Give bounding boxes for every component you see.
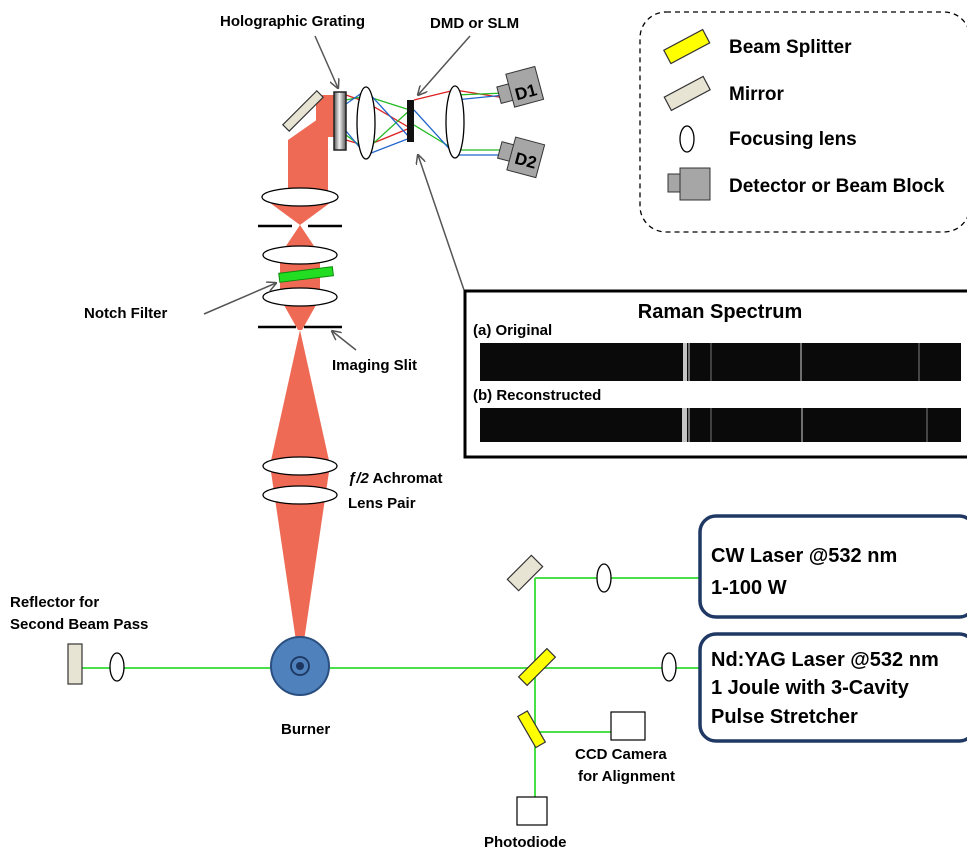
notch-arrow xyxy=(203,283,276,315)
spectrum-reconstructed-lines xyxy=(682,408,928,442)
holographic-grating xyxy=(333,91,347,151)
fold-mirror xyxy=(281,89,324,132)
spectrum-reconstructed-label: (b) Reconstructed xyxy=(473,387,601,404)
reflector-lens xyxy=(109,652,125,682)
raman-spectrum-panel: Raman Spectrum (a) Original (b) Reconstr… xyxy=(463,289,967,459)
spectrometer-lens-1 xyxy=(356,86,376,160)
grating-arrow xyxy=(314,35,338,88)
reflector-label-line1: Reflector for xyxy=(10,594,99,611)
holographic-grating-label: Holographic Grating xyxy=(220,13,365,30)
collection-beam xyxy=(262,95,338,668)
legend: Beam Splitter Mirror Focusing lens Detec… xyxy=(639,11,967,233)
relay-lens-1 xyxy=(262,245,338,265)
d2-label: D2 xyxy=(513,149,539,173)
photodiode-label: Photodiode xyxy=(484,834,567,851)
mirror-icon xyxy=(663,75,711,112)
legend-detector: Detector or Beam Block xyxy=(729,176,945,197)
lens-pair-label: Lens Pair xyxy=(348,495,416,512)
d1-label: D1 xyxy=(513,80,539,104)
detector-d1 xyxy=(496,65,545,108)
cw-laser-line1: CW Laser @532 nm xyxy=(711,545,897,567)
legend-beam-splitter: Beam Splitter xyxy=(729,37,852,58)
spectrum-arrow xyxy=(418,155,465,291)
beam-splitter-alignment xyxy=(516,710,547,749)
cw-laser-box xyxy=(698,514,967,619)
detector-d2 xyxy=(496,136,546,179)
achromat-lens-2 xyxy=(262,485,338,505)
ccd-label-line2: for Alignment xyxy=(578,768,675,785)
reflector-label-line2: Second Beam Pass xyxy=(10,616,148,633)
spectrum-reconstructed-strip xyxy=(480,408,961,442)
relay-lens-2 xyxy=(262,287,338,307)
spectrum-title: Raman Spectrum xyxy=(638,301,803,323)
notch-filter xyxy=(278,266,334,283)
photodiode xyxy=(516,796,548,826)
spectrum-original-label: (a) Original xyxy=(473,322,552,339)
beam-cone-lower xyxy=(270,465,330,668)
ndyag-laser-line3: Pulse Stretcher xyxy=(711,706,858,728)
beam-splitter-icon xyxy=(663,28,711,65)
ndyag-lens xyxy=(661,652,677,682)
spectrum-original-lines xyxy=(683,343,920,381)
laser-beam-paths xyxy=(80,577,705,800)
burner-label: Burner xyxy=(281,721,330,738)
beam-to-grating xyxy=(316,95,338,137)
slit-arrow xyxy=(332,331,357,351)
ndyag-laser-line1: Nd:YAG Laser @532 nm xyxy=(711,649,939,671)
reflector-mirror xyxy=(67,643,83,685)
collimating-lens xyxy=(261,187,339,207)
achromat-label: ƒ/2 Achromat xyxy=(348,470,442,487)
legend-mirror: Mirror xyxy=(729,84,785,105)
achromat-word: Achromat xyxy=(369,470,443,487)
detector-icon xyxy=(667,167,711,201)
cw-laser-line2: 1-100 W xyxy=(711,577,787,599)
ccd-camera xyxy=(610,711,646,741)
ccd-label-line1: CCD Camera xyxy=(575,746,667,763)
achromat-f-number: ƒ/2 xyxy=(348,470,370,487)
legend-focusing-lens: Focusing lens xyxy=(729,129,857,150)
ndyag-laser-box xyxy=(698,632,967,743)
notch-filter-label: Notch Filter xyxy=(84,305,167,322)
ndyag-laser-line2: 1 Joule with 3-Cavity xyxy=(711,677,910,699)
beam-cone-upper xyxy=(270,330,330,465)
cw-lens xyxy=(596,563,612,593)
dmd-slm xyxy=(407,100,414,142)
lens-icon xyxy=(679,125,695,153)
achromat-lens-1 xyxy=(262,456,338,476)
dmd-arrow xyxy=(418,35,471,95)
beam-splitter-main xyxy=(517,647,557,687)
imaging-slit-label: Imaging Slit xyxy=(332,357,417,374)
legend-frame xyxy=(639,11,967,233)
dmd-slm-label: DMD or SLM xyxy=(430,15,519,32)
burner xyxy=(270,636,330,696)
spectrum-original-strip xyxy=(480,343,961,381)
cw-mirror xyxy=(506,554,544,592)
annotation-arrows xyxy=(203,35,471,351)
spectrometer-lens-2 xyxy=(445,85,465,159)
